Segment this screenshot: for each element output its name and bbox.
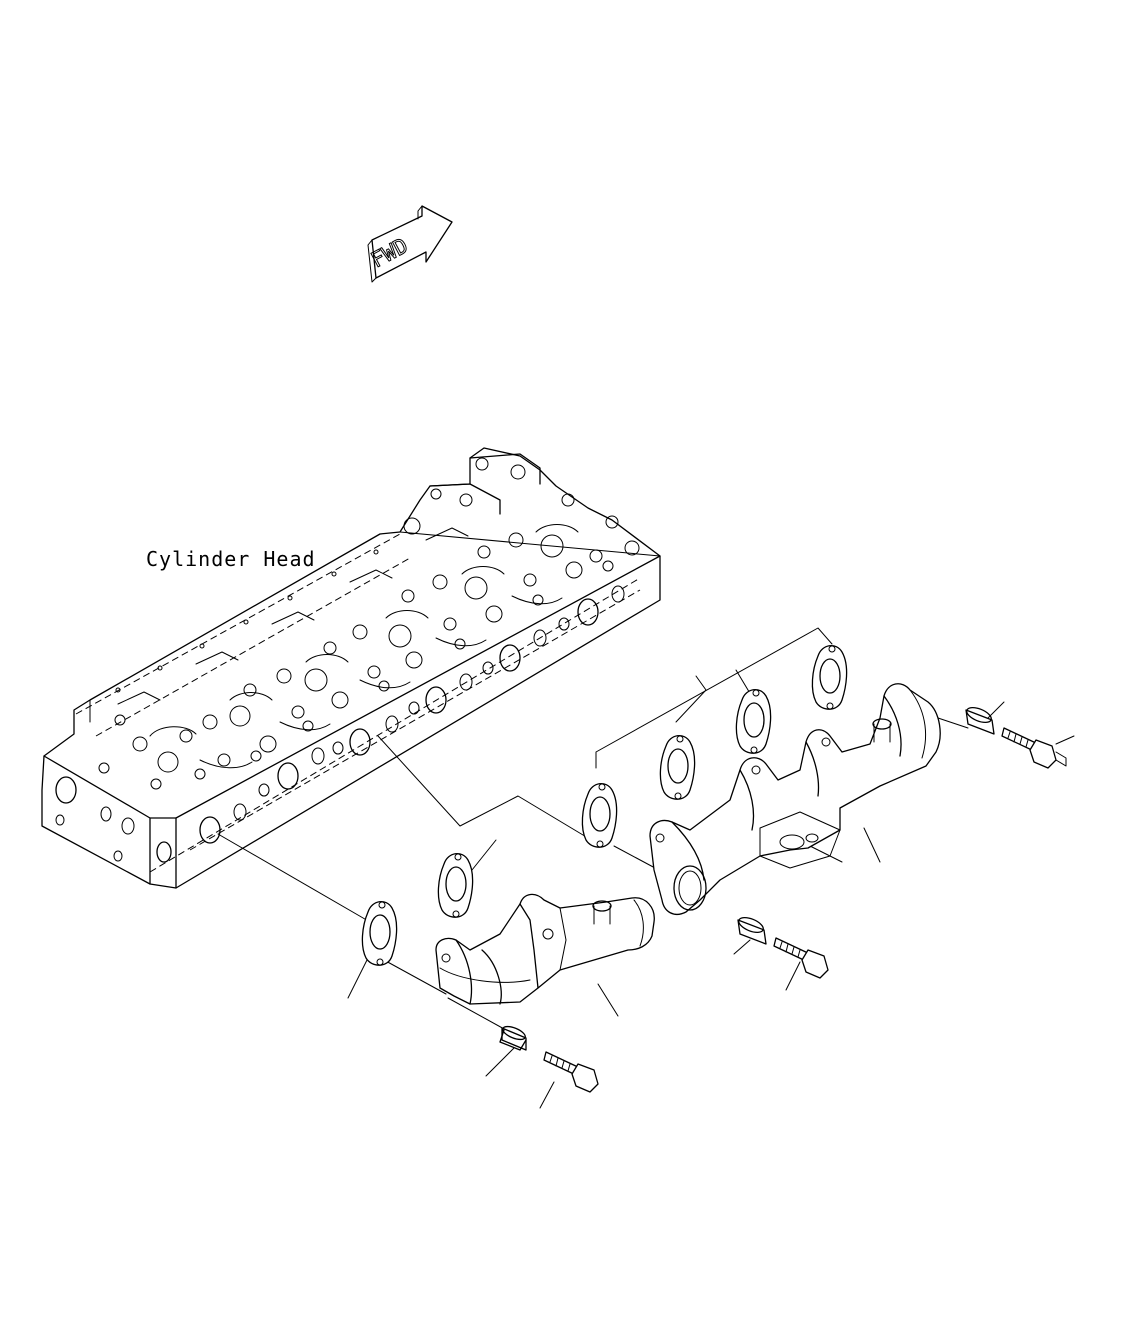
spacer-rear-1 [737, 916, 767, 945]
gasket-rear-4 [811, 645, 848, 710]
bolt-rear-2 [1001, 727, 1067, 769]
gasket-rear-1 [581, 783, 618, 848]
spacer-front [499, 1025, 527, 1051]
gasket-rear-2 [659, 735, 696, 800]
gasket-rear-3 [735, 689, 772, 754]
spacer-rear-2 [965, 706, 995, 735]
bolt-rear-1 [773, 937, 829, 979]
rear-exhaust-manifold [649, 683, 941, 915]
fwd-arrow-icon: FWD [367, 205, 453, 283]
bolt-front [543, 1051, 599, 1093]
gasket-front-2 [437, 853, 474, 918]
gasket-front-1 [361, 901, 398, 966]
cylinder-head-drawing: Cylinder Head [41, 447, 661, 889]
cylinder-head-label: Cylinder Head [146, 547, 316, 571]
front-exhaust-manifold [435, 893, 655, 1005]
